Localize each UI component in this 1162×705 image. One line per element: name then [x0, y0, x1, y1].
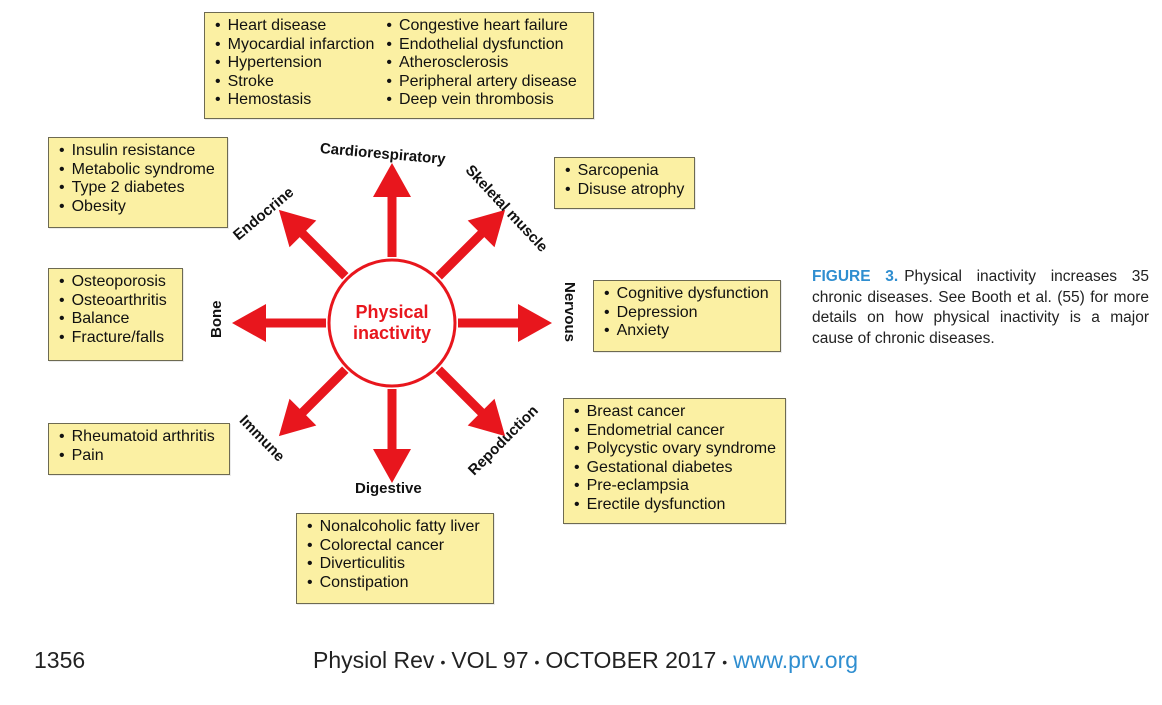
- list-item: Fracture/falls: [59, 329, 174, 348]
- list-item: Gestational diabetes: [574, 459, 777, 478]
- arrow-reproduction: [435, 366, 506, 437]
- arrow-cardiorespiratory: [373, 163, 411, 257]
- box-bone: Osteoporosis Osteoarthritis Balance Frac…: [48, 268, 183, 361]
- box-skeletal-muscle: Sarcopenia Disuse atrophy: [554, 157, 695, 209]
- box-immune: Rheumatoid arthritis Pain: [48, 423, 230, 475]
- center-label-line-1: Physical: [355, 302, 429, 322]
- label-digestive: Digestive: [355, 480, 422, 497]
- list-item: Disuse atrophy: [565, 181, 686, 200]
- arrows-layer: [232, 163, 552, 483]
- list-item: Constipation: [307, 574, 485, 593]
- list-item: Myocardial infarction: [215, 36, 375, 55]
- arrow-bone: [232, 304, 326, 342]
- journal-date: OCTOBER 2017: [545, 647, 717, 673]
- list-cardiorespiratory-col1: Heart disease Myocardial infarction Hype…: [215, 17, 375, 110]
- arrow-endocrine: [278, 209, 349, 280]
- journal-volume: VOL 97: [451, 647, 529, 673]
- list-item: Congestive heart failure: [386, 17, 576, 36]
- list-item: Pre-eclampsia: [574, 477, 777, 496]
- figure-label: FIGURE 3.: [812, 268, 899, 285]
- list-item: Hypertension: [215, 54, 374, 73]
- journal-url-link[interactable]: www.prv.org: [733, 647, 859, 673]
- label-bone: Bone: [208, 300, 225, 339]
- box-cardiorespiratory: Heart disease Myocardial infarction Hype…: [204, 12, 594, 119]
- box-digestive: Nonalcoholic fatty liver Colorectal canc…: [296, 513, 494, 604]
- list-item: Colorectal cancer: [307, 537, 485, 556]
- list-item: Erectile dysfunction: [574, 496, 777, 515]
- list-item: Endothelial dysfunction: [386, 36, 576, 55]
- journal-name: Physiol Rev: [313, 647, 435, 673]
- figure-caption: FIGURE 3.Physical inactivity increases 3…: [812, 267, 1149, 349]
- diagram: Physical inactivity Cardiorespiratory Sk…: [0, 0, 800, 620]
- list-item: Atherosclerosis: [386, 54, 576, 73]
- list-item: Hemostasis: [215, 91, 374, 110]
- center-label-line-2: inactivity: [352, 323, 432, 343]
- list-item: Osteoarthritis: [59, 292, 174, 311]
- separator-dot: •: [534, 653, 540, 670]
- center-circle: [327, 258, 457, 388]
- list-cardiorespiratory-col2: Congestive heart failure Endothelial dys…: [386, 17, 577, 110]
- journal-info: Physiol Rev • VOL 97 • OCTOBER 2017 • www.prv.…: [313, 647, 858, 674]
- separator-dot: •: [722, 653, 728, 670]
- list-item: Heart disease: [215, 17, 374, 36]
- list-item: Breast cancer: [574, 403, 777, 422]
- list-item: Endometrial cancer: [574, 422, 777, 441]
- list-item: Insulin resistance: [59, 142, 219, 161]
- list-item: Osteoporosis: [59, 273, 174, 292]
- label-nervous: Nervous: [561, 282, 578, 343]
- arrow-skeletal-muscle: [435, 209, 506, 280]
- box-endocrine: Insulin resistance Metabolic syndrome Ty…: [48, 137, 228, 228]
- list-item: Obesity: [59, 198, 219, 217]
- box-nervous: Cognitive dysfunction Depression Anxiety: [593, 280, 781, 352]
- list-item: Deep vein thrombosis: [386, 91, 576, 110]
- box-reproduction: Breast cancer Endometrial cancer Polycys…: [563, 398, 786, 524]
- list-item: Anxiety: [604, 322, 772, 341]
- page-footer: 1356 Physiol Rev • VOL 97 • OCTOBER 2017 • www…: [0, 645, 1162, 679]
- arrow-nervous: [458, 304, 552, 342]
- caption-text: Physical inactivity increases 35 chronic…: [812, 268, 1149, 347]
- list-item: Sarcopenia: [565, 162, 686, 181]
- list-item: Nonalcoholic fatty liver: [307, 518, 485, 537]
- arrow-digestive: [373, 389, 411, 483]
- center-label: Physical inactivity: [329, 260, 455, 386]
- list-item: Depression: [604, 304, 772, 323]
- list-item: Pain: [59, 447, 221, 466]
- arrow-immune: [278, 366, 349, 437]
- list-item: Rheumatoid arthritis: [59, 428, 221, 447]
- list-item: Type 2 diabetes: [59, 179, 219, 198]
- list-item: Balance: [59, 310, 174, 329]
- list-item: Cognitive dysfunction: [604, 285, 772, 304]
- list-item: Metabolic syndrome: [59, 161, 219, 180]
- list-item: Diverticulitis: [307, 555, 485, 574]
- separator-dot: •: [440, 653, 446, 670]
- page-number: 1356: [34, 647, 86, 673]
- list-item: Stroke: [215, 73, 374, 92]
- list-item: Polycystic ovary syndrome: [574, 440, 777, 459]
- list-item: Peripheral artery disease: [386, 73, 577, 92]
